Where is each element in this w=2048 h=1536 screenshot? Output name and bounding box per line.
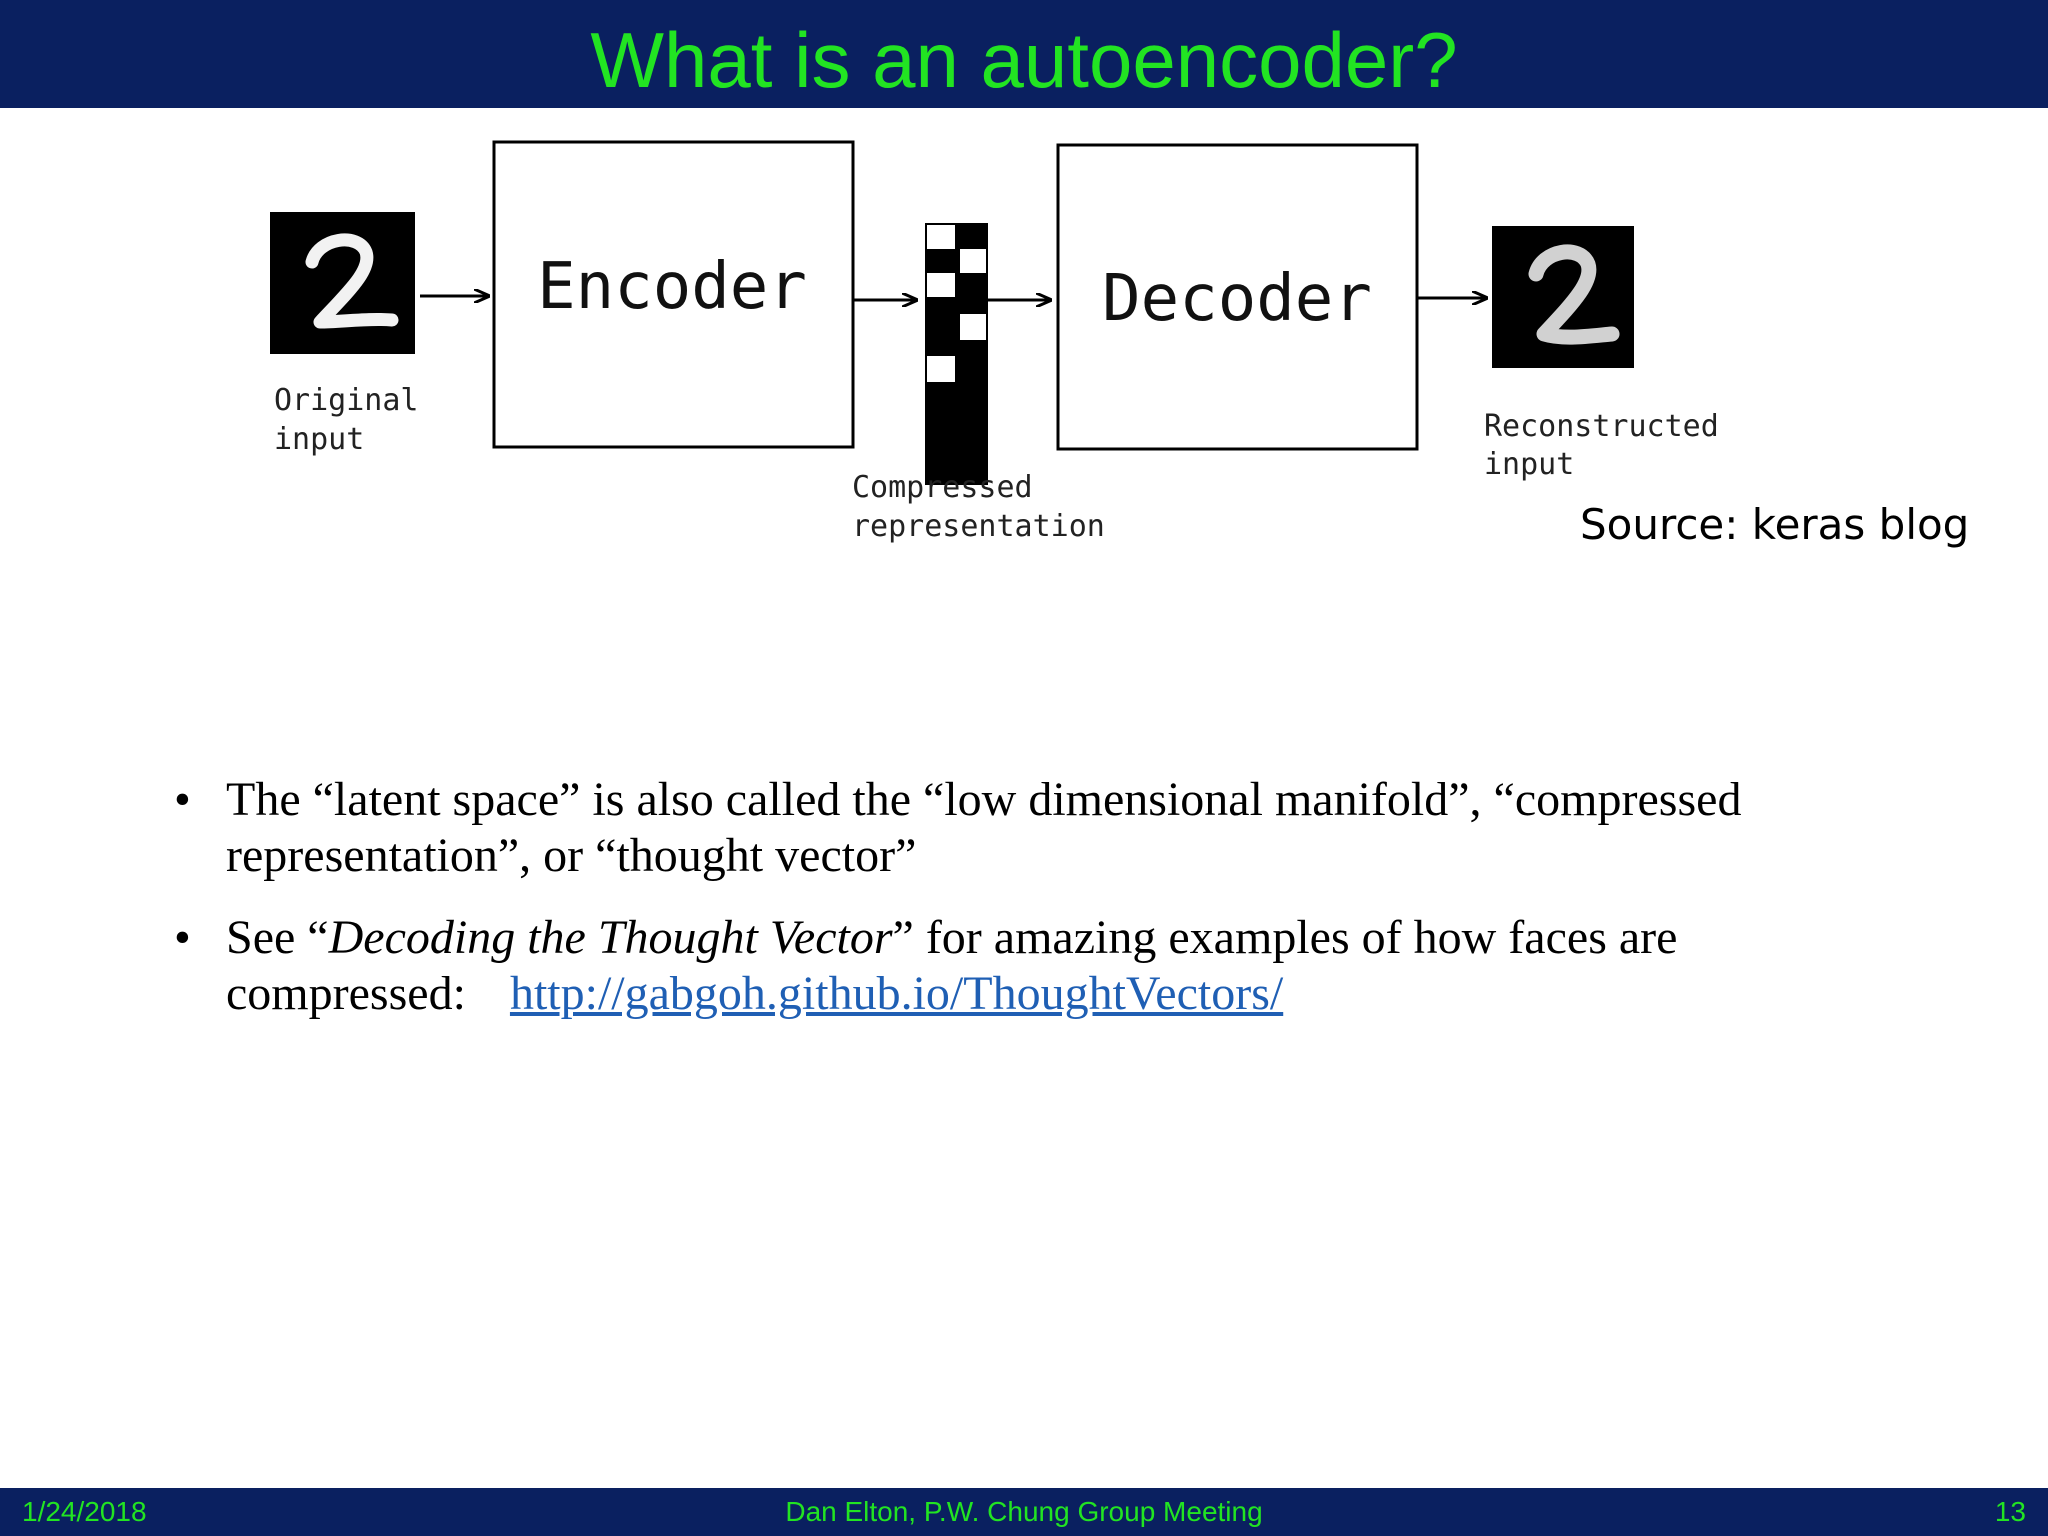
encoder-label: Encoder	[537, 250, 807, 324]
reconstructed-label-2: input	[1484, 447, 1574, 482]
source-caption: Source: keras blog	[1580, 500, 1970, 549]
bullet-text-suffix: ” for amazing examples of how faces are …	[226, 911, 1678, 1020]
original-input-label-1: Original	[274, 383, 419, 418]
bullet-list: • The “latent space” is also called the …	[170, 772, 1910, 1048]
bullet-marker: •	[174, 773, 191, 826]
compressed-label-2: representation	[852, 509, 1105, 544]
bullet-marker: •	[174, 911, 191, 964]
slide-title: What is an autoencoder?	[590, 16, 1458, 104]
bullet-item: • See “Decoding the Thought Vector” for …	[170, 910, 1910, 1022]
page-number: 13	[1994, 1496, 2026, 1527]
thought-vectors-link[interactable]: http://gabgoh.github.io/ThoughtVectors/	[509, 967, 1284, 1020]
reconstructed-label-1: Reconstructed	[1484, 409, 1719, 444]
decoder-label: Decoder	[1102, 262, 1372, 336]
original-input-label-2: input	[274, 422, 364, 457]
encoder-box	[492, 140, 855, 449]
bullet-item: • The “latent space” is also called the …	[170, 772, 1910, 884]
compressed-label-1: Compressed	[852, 470, 1033, 505]
title-bar: What is an autoencoder?	[0, 0, 2048, 108]
autoencoder-diagram: Original input Encoder Compressed repres…	[270, 140, 1719, 544]
bullet-text-latent-space: The “latent space” is also called the “l…	[226, 773, 1742, 882]
compressed-representation-block	[925, 223, 988, 485]
footer-presenter: Dan Elton, P.W. Chung Group Meeting	[785, 1496, 1263, 1527]
article-title: Decoding the Thought Vector	[328, 911, 893, 964]
reconstructed-input-image	[1492, 226, 1634, 368]
bullet-text-prefix: See “	[226, 911, 329, 964]
footer-bar: 1/24/2018 Dan Elton, P.W. Chung Group Me…	[0, 1488, 2048, 1536]
footer-date: 1/24/2018	[22, 1496, 147, 1527]
original-input-image	[270, 212, 415, 354]
